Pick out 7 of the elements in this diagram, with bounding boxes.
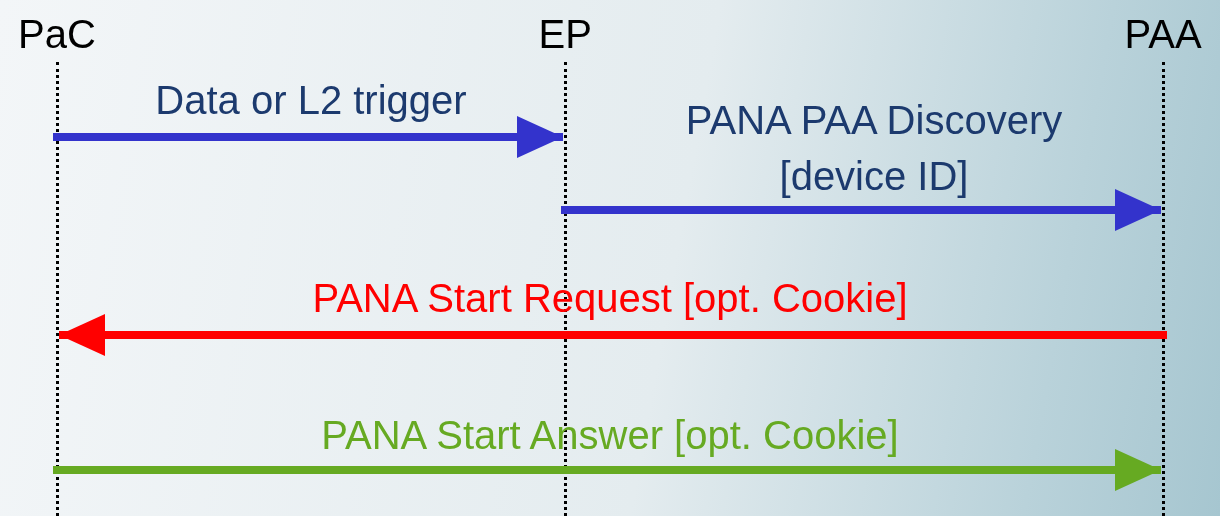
message-label: PANA Start Request [opt. Cookie]: [311, 275, 909, 322]
participant-label: PaC: [18, 12, 96, 56]
participant-label: EP: [538, 12, 592, 56]
message-label: PANA PAA Discovery [device ID]: [684, 97, 1064, 200]
participant-label: PAA: [1124, 12, 1202, 56]
message-label: PANA Start Answer [opt. Cookie]: [320, 412, 900, 459]
message-label: Data or L2 trigger: [154, 77, 468, 124]
